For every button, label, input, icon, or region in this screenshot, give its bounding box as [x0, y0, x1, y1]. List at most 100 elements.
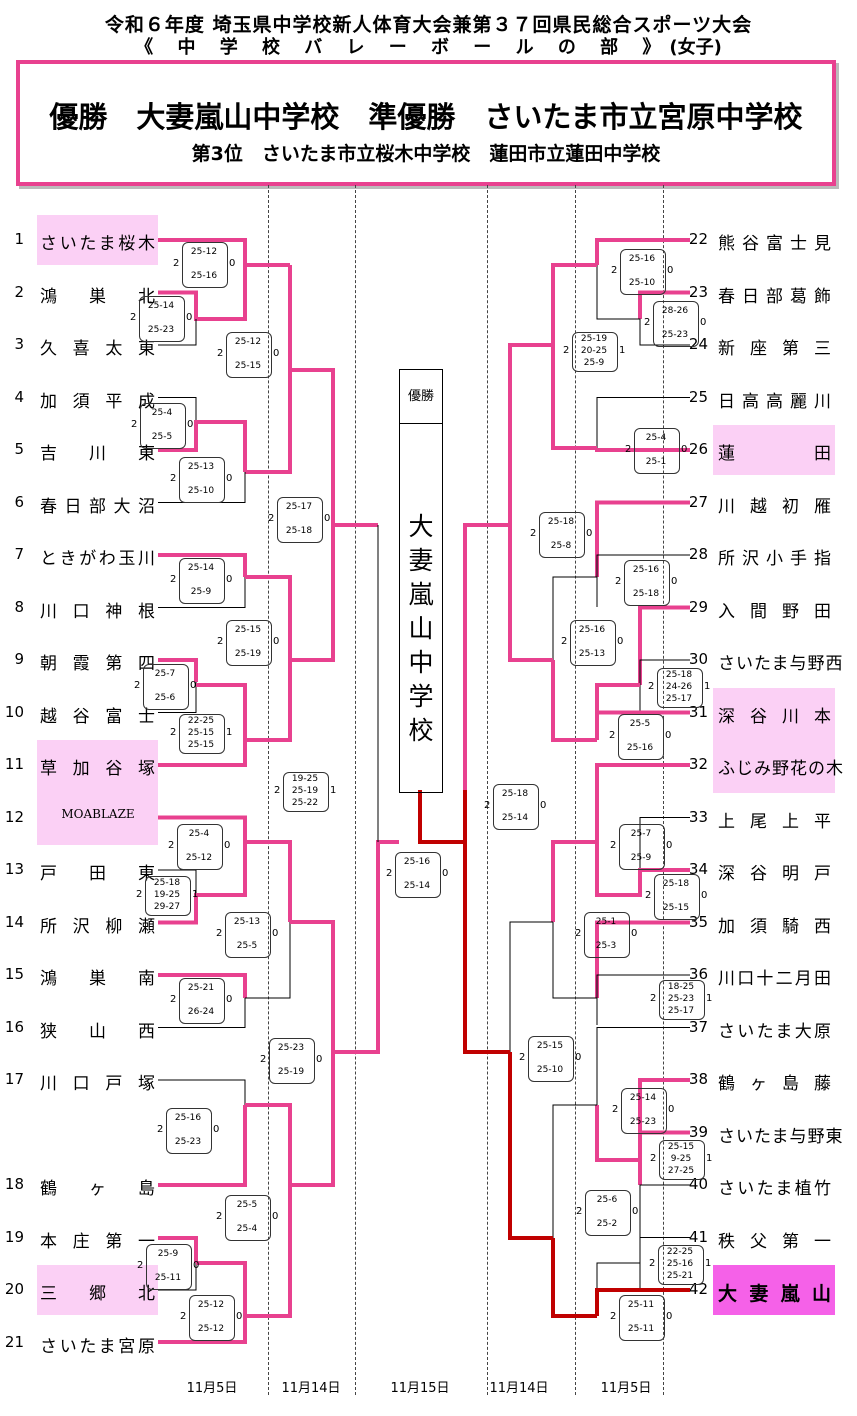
set-score: 19-25	[291, 774, 319, 784]
score-bracket	[145, 876, 191, 916]
sets-won-loser: 1	[226, 727, 233, 738]
champion-title: 優勝	[400, 370, 442, 424]
bracket-line	[196, 683, 247, 712]
team-seed: 36	[688, 965, 708, 983]
score-bracket	[620, 249, 666, 295]
sets-won-loser: 0	[226, 473, 233, 484]
team-name: 蓮田	[718, 444, 832, 464]
team-name: 吉川東	[40, 444, 156, 464]
team-name: 秩父第一	[718, 1231, 832, 1252]
team-highlight	[37, 740, 158, 845]
bracket-line	[158, 420, 247, 472]
team-name: さいたま桜木	[40, 234, 156, 254]
team-name: 日高高麗川	[718, 391, 832, 412]
set-score: 25-19	[580, 334, 608, 344]
team-seed: 28	[688, 545, 708, 563]
set-score: 25-23	[661, 330, 689, 340]
sets-won-winner: 2	[137, 1260, 144, 1271]
team-seed: 10	[4, 702, 24, 721]
bracket-line	[158, 682, 197, 713]
team-seed: 11	[4, 755, 24, 773]
sets-won-winner: 2	[268, 513, 275, 524]
set-score: 25-18	[547, 517, 575, 527]
sets-won-loser: 0	[236, 1311, 243, 1322]
results-box: 優勝 大妻嵐山中学校 準優勝 さいたま市立宮原中学校 第3位 さいたま市立桜木中…	[16, 60, 836, 186]
set-score: 25-15	[662, 903, 690, 913]
sets-won-winner: 2	[575, 928, 582, 939]
set-score: 25-10	[628, 278, 656, 288]
set-score: 25-5	[151, 432, 173, 442]
set-score: 25-16	[628, 254, 656, 264]
set-score: 25-12	[185, 853, 213, 863]
score-bracket	[177, 824, 223, 870]
sets-won-loser: 0	[681, 444, 688, 455]
team-name: 所沢柳瀬	[40, 916, 156, 937]
bracket-line	[290, 368, 335, 525]
bracket-line	[245, 1103, 292, 1238]
score-bracket	[658, 1245, 704, 1285]
team-seed: 4	[14, 387, 24, 406]
sets-won-loser: 0	[193, 1260, 200, 1271]
bracket-line	[509, 921, 553, 1052]
set-score: 25-1	[595, 917, 617, 927]
set-score: 25-23	[629, 1117, 657, 1127]
set-score: 25-18	[153, 878, 181, 888]
team-seed: 20	[4, 1280, 24, 1298]
sets-won-winner: 2	[386, 868, 393, 879]
round-divider	[268, 185, 270, 1395]
set-score: 9-25	[670, 1154, 692, 1164]
score-bracket	[182, 242, 228, 288]
score-bracket	[493, 784, 539, 830]
sets-won-loser: 0	[272, 928, 279, 939]
set-score: 25-17	[665, 694, 693, 704]
bracket-line	[158, 397, 197, 422]
set-score: 25-8	[550, 541, 572, 551]
sets-won-loser: 0	[272, 1211, 279, 1222]
team-seed: 21	[4, 1332, 24, 1351]
team-seed: 14	[4, 912, 24, 931]
team-name: 深谷明戸	[718, 864, 832, 884]
team-name: ときがわ玉川	[40, 549, 156, 569]
sets-won-loser: 0	[213, 1124, 220, 1135]
team-name: さいたま与野東	[718, 1126, 844, 1147]
bracket-line	[158, 1236, 198, 1263]
tournament-title: 令和６年度 埼玉県中学校新人体育大会兼第３７回県民総合スポーツ大会	[104, 14, 753, 36]
results-third-line: 第3位 さいたま市立桜木中学校 蓮田市立蓮田中学校	[191, 143, 661, 165]
sets-won-winner: 2	[609, 730, 616, 741]
sets-won-winner: 2	[216, 928, 223, 939]
set-score: 25-12	[190, 247, 218, 257]
set-score: 25-18	[285, 526, 313, 536]
set-score: 25-12	[234, 337, 262, 347]
sets-won-loser: 0	[229, 258, 236, 269]
set-score: 25-12	[197, 1300, 225, 1310]
score-bracket	[140, 403, 186, 449]
team-seed: 41	[688, 1227, 708, 1246]
sets-won-loser: 0	[575, 1052, 582, 1063]
team-name: 越谷富士	[40, 706, 156, 727]
bracket-line	[595, 1105, 640, 1162]
set-score: 25-19	[234, 649, 262, 659]
bracket-line	[596, 397, 690, 448]
final-path	[595, 1288, 690, 1316]
set-score: 25-11	[154, 1273, 182, 1283]
sets-won-winner: 2	[650, 1153, 657, 1164]
sets-won-loser: 0	[540, 800, 547, 811]
bracket-line	[245, 265, 292, 474]
score-bracket	[166, 1108, 212, 1154]
score-bracket	[585, 1190, 631, 1236]
team-name: 三郷北	[40, 1284, 156, 1304]
sets-won-loser: 0	[632, 1206, 639, 1217]
team-name: 鶴ヶ島	[40, 1179, 156, 1199]
bracket-line	[596, 974, 690, 1025]
team-seed: 38	[688, 1070, 708, 1088]
sets-won-winner: 2	[136, 889, 143, 900]
team-name: 鴻巣南	[40, 969, 156, 989]
